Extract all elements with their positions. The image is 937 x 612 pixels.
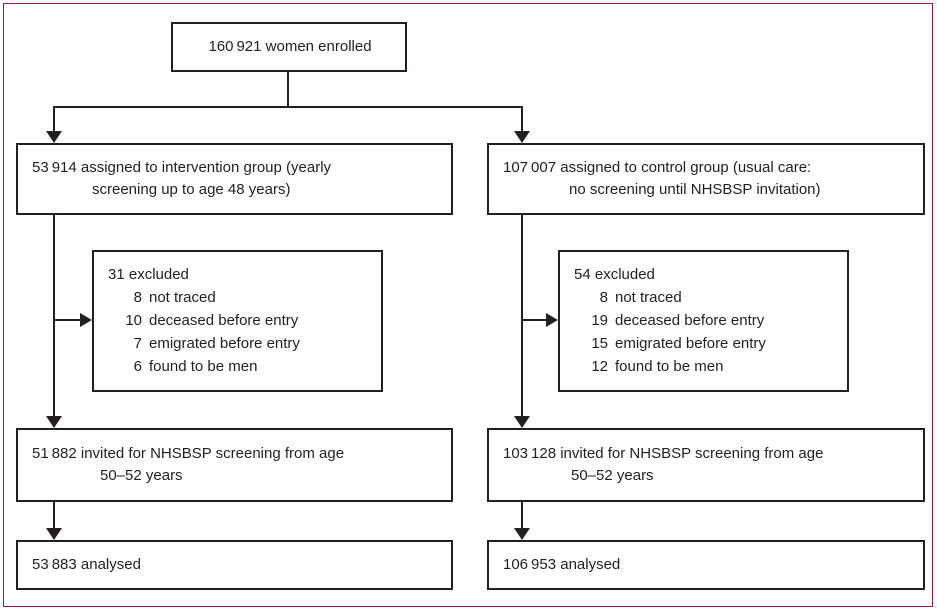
excluded-count: 12 (591, 358, 608, 375)
control-analysed-text: 106 953 analysed (503, 556, 621, 573)
connector-line (53, 106, 55, 132)
connector-line (53, 319, 81, 321)
excluded-count: 15 (591, 335, 608, 352)
excluded-item: 6 found to be men (108, 355, 369, 378)
connector-line (53, 106, 523, 108)
excluded-count: 19 (591, 312, 608, 329)
arrow-down-icon (514, 416, 530, 428)
excluded-item: 8 not traced (108, 286, 369, 309)
intervention-invited-line1: 51 882 invited for NHSBSP screening from… (32, 445, 345, 462)
connector-line (53, 215, 55, 416)
connector-line (521, 215, 523, 416)
excluded-item: 19 deceased before entry (574, 309, 835, 332)
box-intervention-invited: 51 882 invited for NHSBSP screening from… (16, 428, 453, 502)
excluded-count: 8 (133, 289, 142, 306)
box-control-group: 107 007 assigned to control group (usual… (487, 143, 925, 215)
connector-line (53, 502, 55, 529)
intervention-analysed-text: 53 883 analysed (32, 556, 141, 573)
box-control-analysed: 106 953 analysed (487, 540, 925, 590)
connector-line (521, 502, 523, 529)
excluded-label: not traced (615, 289, 682, 306)
control-group-line1: 107 007 assigned to control group (usual… (503, 159, 812, 176)
connector-line (521, 319, 547, 321)
arrow-right-icon (546, 313, 558, 327)
control-invited-line2: 50–52 years (571, 467, 654, 484)
excluded-label: emigrated before entry (615, 335, 766, 352)
arrow-down-icon (46, 131, 62, 143)
arrow-down-icon (46, 416, 62, 428)
control-group-line2: no screening until NHSBSP invitation) (569, 181, 821, 198)
box-intervention-group: 53 914 assigned to intervention group (y… (16, 143, 453, 215)
excluded-item: 10 deceased before entry (108, 309, 369, 332)
intervention-group-line2: screening up to age 48 years) (92, 181, 291, 198)
box-intervention-analysed: 53 883 analysed (16, 540, 453, 590)
box-intervention-excluded: 31 excluded 8 not traced 10 deceased bef… (92, 250, 383, 392)
excluded-label: found to be men (149, 358, 258, 375)
excluded-item: 12 found to be men (574, 355, 835, 378)
connector-line (521, 106, 523, 132)
excluded-item: 8 not traced (574, 286, 835, 309)
excluded-count: 7 (133, 335, 142, 352)
intervention-group-line1: 53 914 assigned to intervention group (y… (32, 159, 332, 176)
arrow-down-icon (514, 528, 530, 540)
excluded-label: deceased before entry (615, 312, 765, 329)
intervention-excluded-header: 31 excluded (108, 266, 189, 283)
arrow-down-icon (46, 528, 62, 540)
box-women-enrolled: 160 921 women enrolled (171, 22, 407, 72)
excluded-count: 6 (133, 358, 142, 375)
arrow-down-icon (514, 131, 530, 143)
excluded-label: deceased before entry (149, 312, 299, 329)
excluded-item: 15 emigrated before entry (574, 332, 835, 355)
excluded-label: found to be men (615, 358, 724, 375)
excluded-item: 7 emigrated before entry (108, 332, 369, 355)
control-excluded-header: 54 excluded (574, 266, 655, 283)
intervention-invited-line2: 50–52 years (100, 467, 183, 484)
connector-line (287, 72, 289, 107)
box-control-excluded: 54 excluded 8 not traced 19 deceased bef… (558, 250, 849, 392)
excluded-count: 8 (599, 289, 608, 306)
excluded-label: emigrated before entry (149, 335, 300, 352)
box-control-invited: 103 128 invited for NHSBSP screening fro… (487, 428, 925, 502)
enrolled-text: 160 921 women enrolled (208, 38, 372, 55)
excluded-label: not traced (149, 289, 216, 306)
excluded-count: 10 (125, 312, 142, 329)
arrow-right-icon (80, 313, 92, 327)
control-invited-line1: 103 128 invited for NHSBSP screening fro… (503, 445, 824, 462)
